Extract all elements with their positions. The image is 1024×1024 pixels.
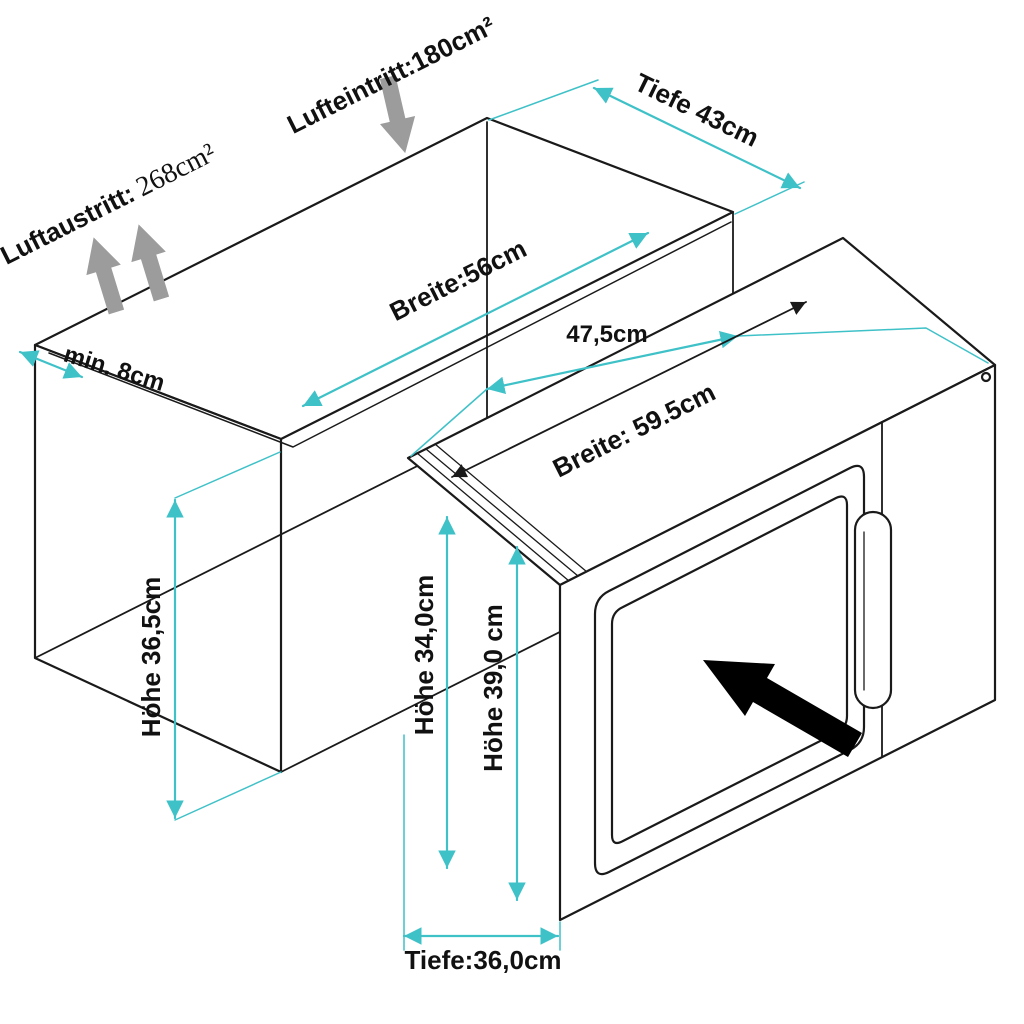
label-depth-cabinet: Tiefe 43cm [630, 67, 764, 153]
door-handle [853, 510, 893, 710]
label-air-outlet: Luftaustritt:268cm² [0, 137, 221, 271]
insertion-arrow-icon [703, 660, 862, 757]
dim-depth-cabinet-line [592, 86, 802, 190]
label-depth-microwave: Tiefe:36,0cm [404, 945, 561, 975]
label-height-front: Höhe 39,0 cm [478, 604, 508, 772]
label-air-outlet-prefix: Luftaustritt: [0, 178, 139, 270]
label-height-inner: Höhe 34,0cm [409, 575, 439, 735]
dimension-extension-lines [174, 79, 989, 951]
label-air-outlet-value: 268cm² [131, 137, 221, 203]
label-height-cabinet: Höhe 36,5cm [136, 577, 166, 737]
corner-screw-icon [980, 371, 992, 383]
label-top-depth: 47,5cm [566, 321, 647, 348]
dim-width-microwave-line [451, 301, 807, 478]
microwave-drawing [406, 236, 997, 922]
dim-min-clearance-line [18, 350, 84, 379]
